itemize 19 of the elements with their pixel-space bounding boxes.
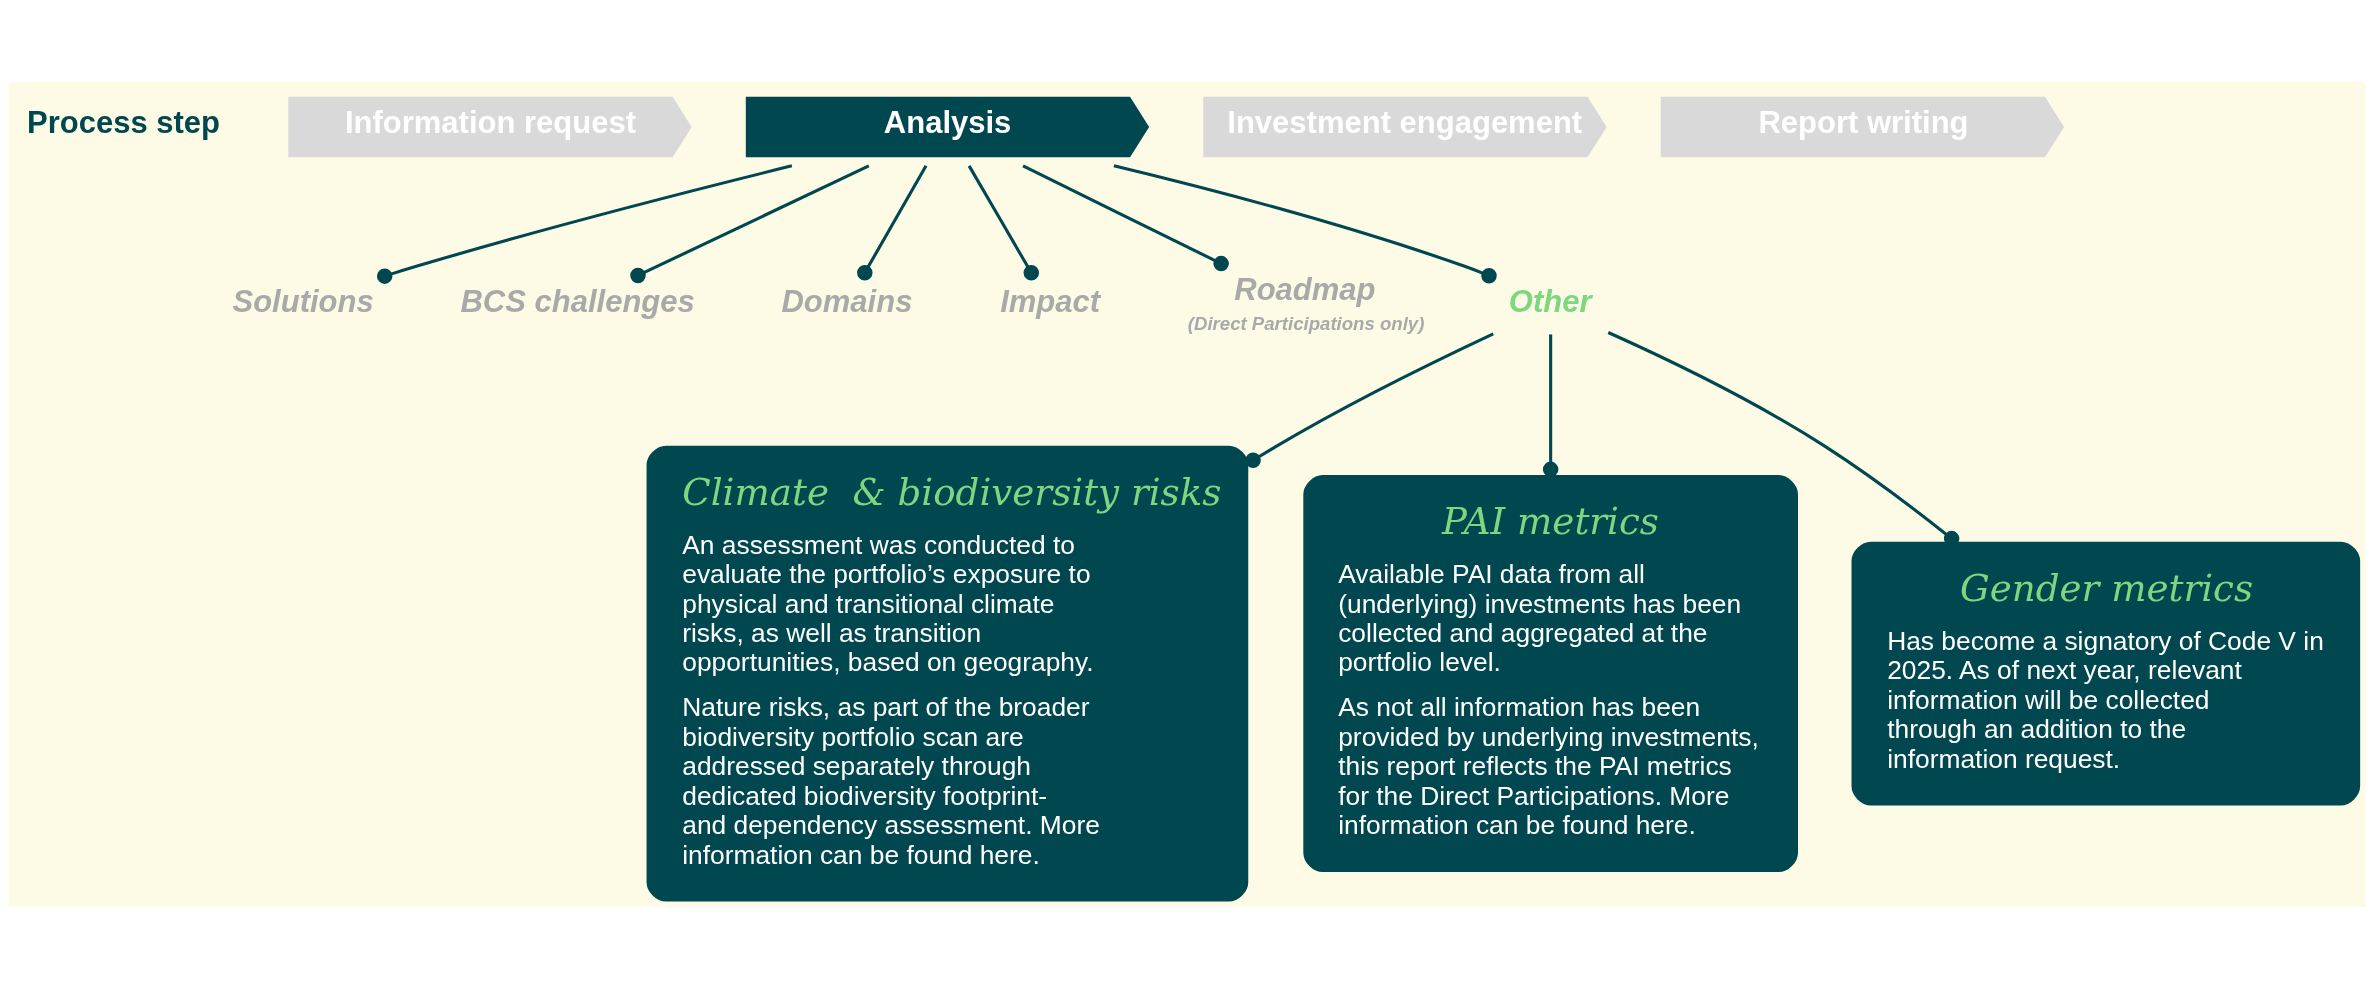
connector [630,164,870,284]
connector [1113,164,1497,284]
node-text: Other [1508,284,1592,320]
connector [376,164,793,284]
connector [1542,334,1559,478]
connector [1022,164,1229,272]
node-box: PAI metrics Available PAI data from all (underlying) investments has been collected and aggregated at the portfolio level. As not all information has been provided by underlying investments, this report reflects the PAI metrics for the Direct Participations. More information can be found here. [1303,475,1798,873]
connector [1245,332,1494,469]
connector [857,165,928,281]
node-text: Impact [1000,284,1101,320]
node-text: Roadmap [1234,271,1376,307]
label: Process step [27,105,221,141]
connector [967,165,1040,281]
node-box: Gender metrics Has become a signatory of Code V in 2025. As of next year, relevant information will be collected through an addition to the information request. [1851,541,2361,806]
node-text: Solutions [232,284,374,320]
node-label: (Direct Participations only) [1187,313,1425,335]
node-text: Domains [781,284,913,320]
node-box: Climate & biodiversity risks An assessment was conducted to evaluate the portfolio’s exposure to physical and transitional climate risks, as well as transition opportunities, based on geography. Nature risks, as part of the broader biodiversity portfolio scan are addressed separately through dedicated biodiversity footprint- and dependency assessment. More information can be found here. [646,445,1249,902]
node-text: BCS challenges [460,284,695,320]
